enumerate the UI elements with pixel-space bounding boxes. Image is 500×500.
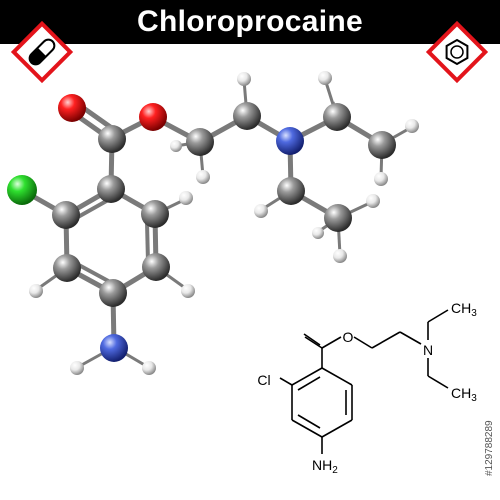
hydrogen-atom: [179, 191, 193, 205]
skeletal-labels: O N Cl NH2 CH3 CH3: [257, 300, 477, 476]
hydrogen-atom: [318, 71, 332, 85]
bond: [291, 419, 323, 438]
nitrogen-atom-tertiary: [276, 127, 304, 155]
hydrogen-atom: [374, 172, 388, 186]
bond: [427, 309, 449, 323]
hydrogen-atom: [29, 284, 43, 298]
hydrogen-atom: [366, 194, 380, 208]
bond: [291, 367, 323, 386]
bond: [304, 336, 323, 349]
bond: [77, 197, 111, 219]
ester-oxygen-label: O: [343, 329, 354, 345]
amino-label: NH2: [312, 457, 338, 476]
carbon-atom: [141, 200, 169, 228]
bond: [321, 336, 342, 349]
methyl-bottom-label: CH3: [451, 385, 477, 404]
chlorine-atom: [7, 175, 37, 205]
methyl-top-label: CH3: [451, 300, 477, 319]
hydrogen-atom: [70, 361, 84, 375]
bond: [76, 262, 113, 285]
bond: [353, 336, 373, 349]
stock-id-watermark: #129788289: [484, 420, 500, 496]
hydrogen-atom: [170, 140, 182, 152]
page-title: Chloroprocaine: [137, 5, 363, 38]
bond: [297, 414, 321, 429]
bond: [371, 331, 401, 349]
amine-nitrogen-label: N: [423, 342, 433, 358]
carbon-atom: [52, 201, 80, 229]
atoms: [7, 71, 419, 375]
bond: [297, 376, 321, 391]
carbon-atom: [186, 128, 214, 156]
hydrogen-atom: [196, 170, 210, 184]
nitrogen-atom-amine: [100, 334, 128, 362]
bond: [427, 375, 449, 389]
carbon-atom: [323, 103, 351, 131]
bond: [321, 419, 353, 438]
hydrogen-atom: [142, 361, 156, 375]
stock-id-text: #129788289: [484, 420, 495, 476]
chlorine-label: Cl: [257, 372, 270, 388]
bond: [321, 367, 353, 386]
title-banner: [0, 0, 500, 44]
carbon-atom: [368, 131, 396, 159]
bond: [303, 333, 321, 346]
carbon-atom: [324, 204, 352, 232]
carbon-atom: [97, 175, 125, 203]
hydrogen-atom: [312, 227, 324, 239]
carbon-atom: [277, 177, 305, 205]
oxygen-atom-ester: [139, 103, 167, 131]
carbon-atom: [99, 279, 127, 307]
hydrogen-atom: [181, 284, 195, 298]
hydrogen-atom: [254, 204, 268, 218]
skeletal-bonds: [279, 309, 449, 454]
carbon-atom: [98, 125, 126, 153]
bond: [279, 377, 293, 386]
hydrogen-atom: [237, 72, 251, 86]
carbon-atom: [142, 253, 170, 281]
carbon-atom: [53, 254, 81, 282]
oxygen-atom-carbonyl: [58, 94, 86, 122]
carbon-atom: [233, 102, 261, 130]
bond: [145, 221, 150, 263]
hydrogen-atom: [333, 249, 347, 263]
bond: [399, 331, 422, 345]
hydrogen-atom: [405, 119, 419, 133]
